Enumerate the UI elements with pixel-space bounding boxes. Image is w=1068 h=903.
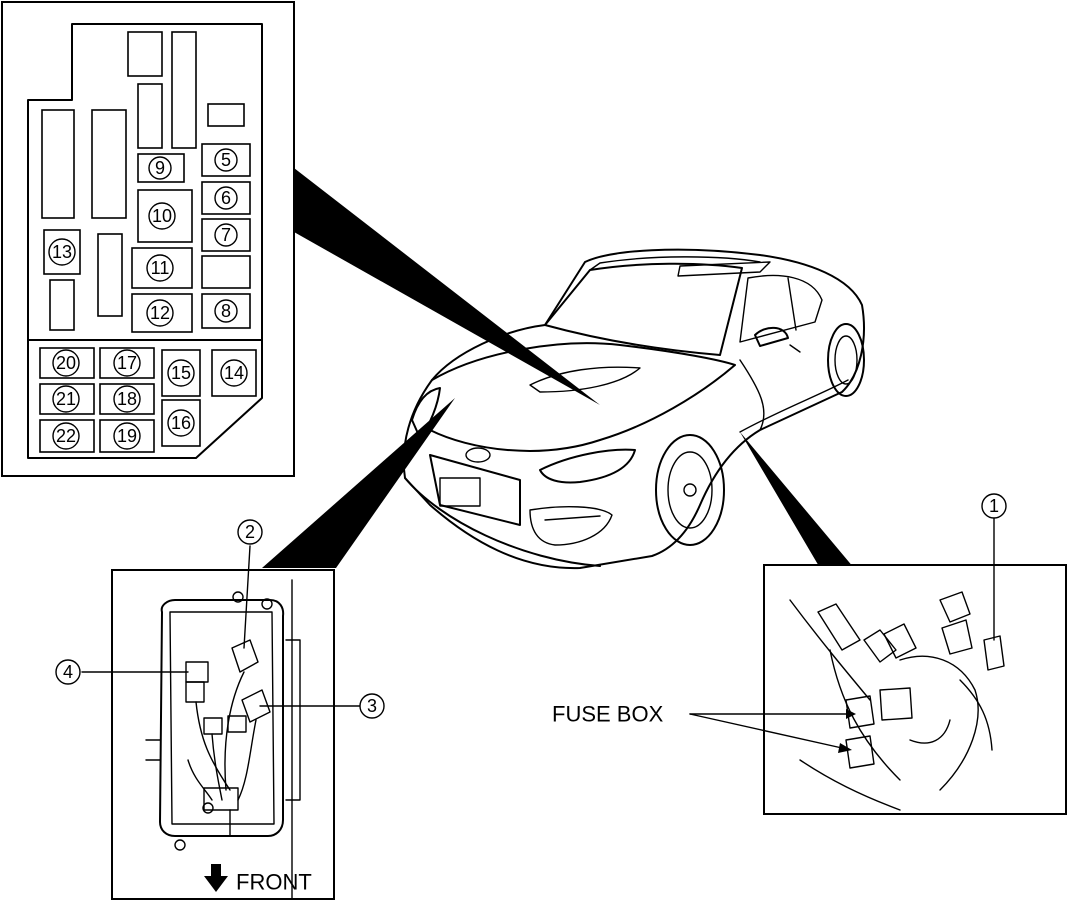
svg-text:16: 16 [171, 413, 191, 433]
fuse-slot-22: 22 [39, 419, 95, 453]
kick-panel-frame [763, 564, 1067, 815]
svg-text:22: 22 [56, 426, 76, 446]
svg-text:3: 3 [367, 696, 377, 716]
svg-text:18: 18 [117, 389, 137, 409]
svg-text:1: 1 [989, 496, 999, 516]
svg-text:4: 4 [63, 662, 73, 682]
svg-text:17: 17 [117, 353, 137, 373]
svg-text:12: 12 [150, 303, 170, 323]
svg-text:9: 9 [155, 158, 165, 178]
fuse-slot-20: 20 [39, 347, 95, 379]
fuse-slot-14: 14 [211, 349, 257, 397]
callout-3: 3 [359, 693, 385, 719]
fuse-box-label: FUSE BOX [552, 702, 664, 727]
fuse-panel-outline [27, 23, 263, 459]
svg-text:11: 11 [151, 258, 170, 278]
fuse-slot-21: 21 [39, 383, 95, 415]
fuse-slot-19: 19 [99, 419, 155, 453]
fuse-slot-8: 8 [201, 293, 251, 329]
svg-text:14: 14 [224, 363, 244, 383]
svg-text:10: 10 [152, 206, 172, 226]
fuse-slot-10: 10 [137, 189, 193, 243]
front-arrow-icon [204, 864, 228, 892]
fuse-slot-12: 12 [131, 293, 193, 333]
car-illustration [402, 248, 865, 570]
svg-text:19: 19 [117, 426, 137, 446]
engine-bay-frame [111, 569, 335, 900]
svg-text:8: 8 [221, 301, 231, 321]
fuse-slot-6: 6 [201, 181, 251, 215]
fuse-slot-7: 7 [201, 218, 251, 252]
svg-text:13: 13 [52, 242, 72, 262]
svg-text:5: 5 [221, 150, 231, 170]
fuse-slot-16: 16 [161, 399, 201, 447]
fuse-slot-17: 17 [99, 347, 155, 379]
svg-text:20: 20 [56, 353, 76, 373]
callout-4: 4 [55, 659, 81, 685]
fuse-slot-13: 13 [43, 229, 81, 275]
fuse-slot-9: 9 [137, 153, 185, 183]
svg-text:6: 6 [221, 188, 231, 208]
front-label: FRONT [236, 870, 312, 895]
kick-panel-detail: 1 FUSE BOX [552, 493, 1067, 815]
svg-text:7: 7 [221, 225, 231, 245]
callout-2: 2 [237, 519, 263, 545]
svg-text:21: 21 [56, 389, 76, 409]
fuse-slot-11: 11 [131, 247, 193, 289]
leader-wedges [262, 168, 854, 568]
fuse-slot-5: 5 [201, 143, 251, 177]
svg-text:2: 2 [245, 522, 255, 542]
fuse-slot-15: 15 [161, 349, 201, 397]
svg-text:15: 15 [171, 363, 191, 383]
fuse-panel-detail: 5 6 7 8 9 10 11 [1, 1, 295, 477]
callout-1: 1 [981, 493, 1007, 519]
engine-bay-detail: 2 3 4 FRONT [55, 519, 385, 900]
fuse-slot-18: 18 [99, 383, 155, 415]
